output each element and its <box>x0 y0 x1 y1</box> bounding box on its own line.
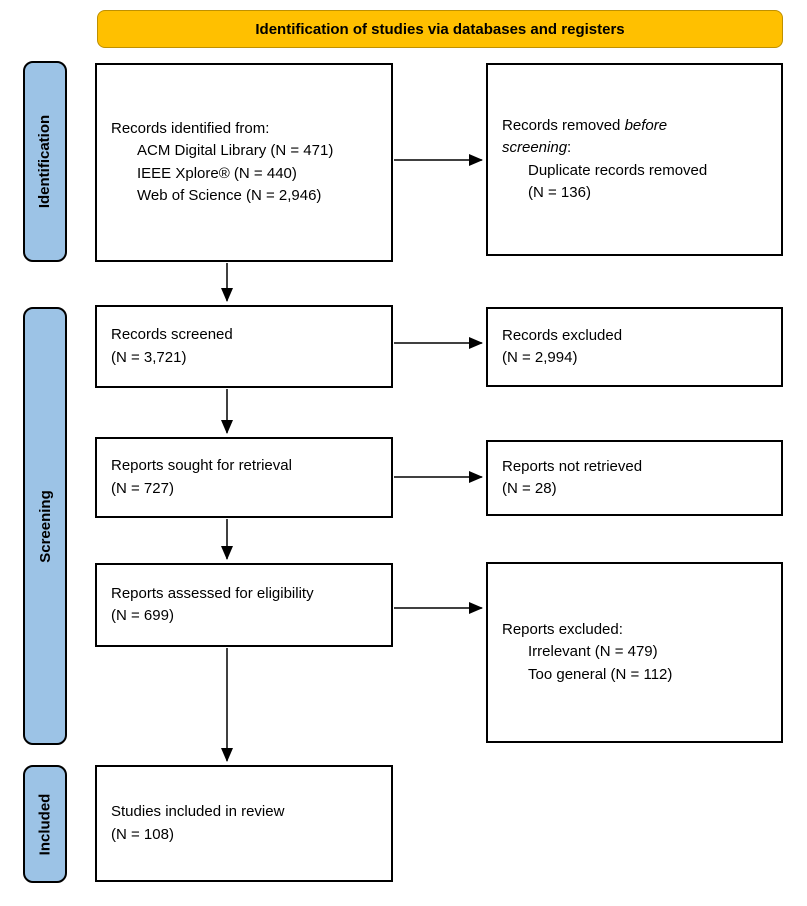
box-records-excluded: Records excluded (N = 2,994) <box>486 307 783 387</box>
box-records-identified: Records identified from: ACM Digital Lib… <box>95 63 393 262</box>
records-identified-title: Records identified from: <box>111 119 270 137</box>
records-excluded-count: (N = 2,994) <box>502 349 578 366</box>
box-reports-excluded: Reports excluded: Irrelevant (N = 479) T… <box>486 562 783 743</box>
reports-excluded-title: Reports excluded: <box>502 620 623 638</box>
stage-included-label: Included <box>36 793 54 855</box>
records-screened-count: (N = 3,721) <box>111 348 187 366</box>
stage-included: Included <box>23 765 67 883</box>
records-removed-title-line1: Records removed before <box>502 115 767 138</box>
studies-included-count: (N = 108) <box>111 825 174 843</box>
records-removed-text: Records removed <box>502 116 625 134</box>
reports-sought-label: Reports sought for retrieval <box>111 457 292 474</box>
reports-sought-count: (N = 727) <box>111 479 174 497</box>
box-reports-assessed: Reports assessed for eligibility (N = 69… <box>95 563 393 647</box>
box-records-screened: Records screened (N = 3,721) <box>95 305 393 388</box>
stage-identification: Identification <box>23 61 67 262</box>
box-reports-not-retrieved: Reports not retrieved (N = 28) <box>486 440 783 516</box>
source-wos: Web of Science (N = 2,946) <box>137 187 322 204</box>
source-acm: ACM Digital Library (N = 471) <box>137 142 334 159</box>
records-removed-italic-before: before <box>624 116 668 134</box>
reports-not-retrieved-label: Reports not retrieved <box>502 457 643 475</box>
stage-screening-label: Screening <box>36 489 54 563</box>
studies-included-label: Studies included in review <box>111 803 285 820</box>
records-removed-colon: : <box>567 139 572 156</box>
stage-screening: Screening <box>23 307 67 745</box>
box-reports-sought: Reports sought for retrieval (N = 727) <box>95 437 393 518</box>
box-records-removed: Records removed before screening: Duplic… <box>486 63 783 256</box>
records-excluded-label: Records excluded <box>502 326 623 344</box>
records-screened-label: Records screened <box>111 326 233 343</box>
stage-identification-label: Identification <box>36 114 54 209</box>
duplicates-removed-count: (N = 136) <box>528 184 591 201</box>
reports-assessed-label: Reports assessed for eligibility <box>111 584 314 602</box>
records-removed-italic-screening: screening <box>502 139 568 156</box>
records-removed-title-line2: screening: <box>502 137 767 160</box>
reports-assessed-count: (N = 699) <box>111 607 174 624</box>
box-studies-included: Studies included in review (N = 108) <box>95 765 393 882</box>
source-ieee: IEEE Xplore® (N = 440) <box>137 164 297 182</box>
excluded-too-general: Too general (N = 112) <box>528 665 673 683</box>
banner-title: Identification of studies via databases … <box>97 10 783 48</box>
duplicates-removed-label: Duplicate records removed <box>528 161 708 179</box>
excluded-irrelevant: Irrelevant (N = 479) <box>528 643 658 661</box>
reports-not-retrieved-count: (N = 28) <box>502 480 557 497</box>
